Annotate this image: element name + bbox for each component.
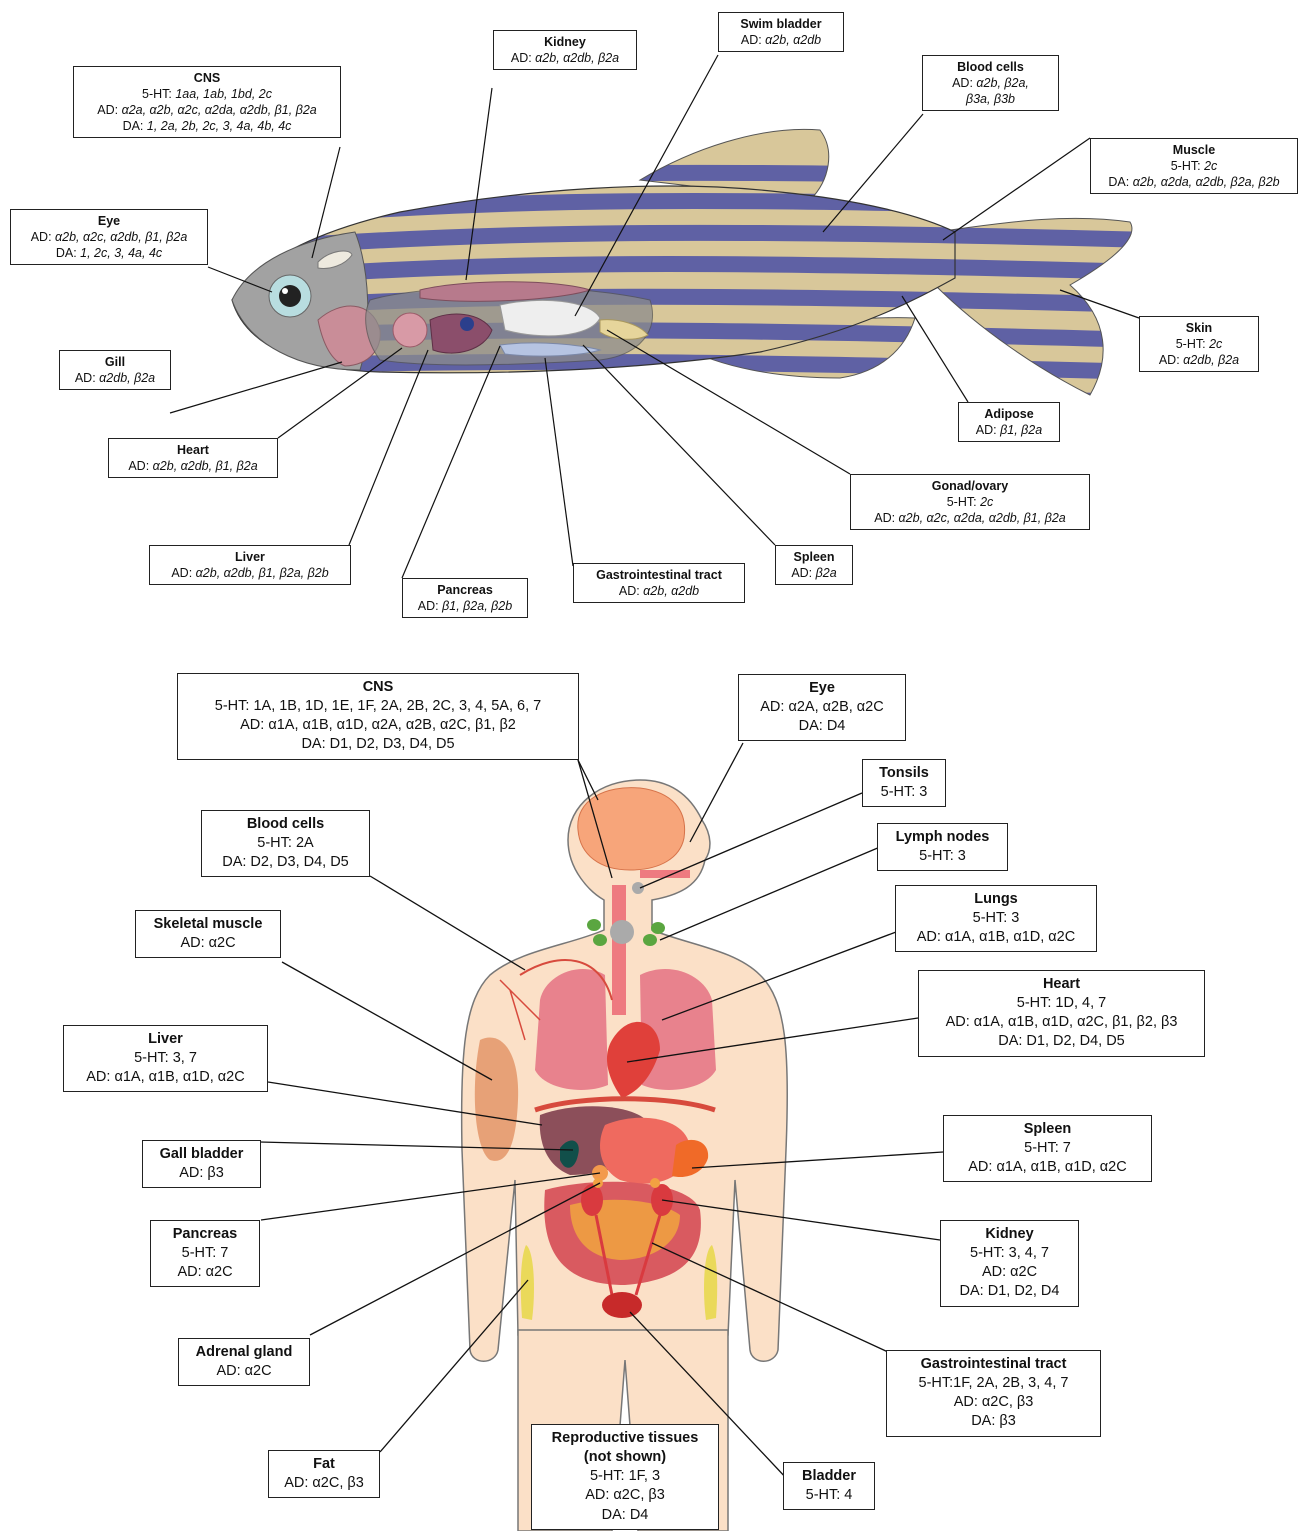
human-lungs-label: Lungs 5-HT: 3 AD: α1A, α1B, α1D, α2C	[895, 885, 1097, 952]
fish-gonad-label: Gonad/ovary 5-HT: 2c AD: α2b, α2c, α2da,…	[850, 474, 1090, 530]
human-bladder-label: Bladder 5-HT: 4	[783, 1462, 875, 1510]
fish-swim-bladder-label: Swim bladder AD: α2b, α2db	[718, 12, 844, 52]
human-blood-cells-label: Blood cells 5-HT: 2A DA: D2, D3, D4, D5	[201, 810, 370, 877]
fish-spleen-label: Spleen AD: β2a	[775, 545, 853, 585]
fish-blood-cells-label: Blood cells AD: α2b, β2a, β3a, β3b	[922, 55, 1059, 111]
human-heart-label: Heart 5-HT: 1D, 4, 7 AD: α1A, α1B, α1D, …	[918, 970, 1205, 1057]
human-skeletal-muscle-label: Skeletal muscle AD: α2C	[135, 910, 281, 958]
human-pancreas-label: Pancreas 5-HT: 7 AD: α2C	[150, 1220, 260, 1287]
fish-muscle-label: Muscle 5-HT: 2c DA: α2b, α2da, α2db, β2a…	[1090, 138, 1298, 194]
human-gi-label: Gastrointestinal tract 5-HT:1F, 2A, 2B, …	[886, 1350, 1101, 1437]
fish-cns-label: CNS 5-HT: 1aa, 1ab, 1bd, 2c AD: α2a, α2b…	[73, 66, 341, 138]
human-fat-label: Fat AD: α2C, β3	[268, 1450, 380, 1498]
human-reproductive-label: Reproductive tissues (not shown) 5-HT: 1…	[531, 1424, 719, 1530]
fish-pancreas-label: Pancreas AD: β1, β2a, β2b	[402, 578, 528, 618]
fish-liver-label: Liver AD: α2b, α2db, β1, β2a, β2b	[149, 545, 351, 585]
fish-eye-label: Eye AD: α2b, α2c, α2db, β1, β2a DA: 1, 2…	[10, 209, 208, 265]
human-lymph-nodes-label: Lymph nodes 5-HT: 3	[877, 823, 1008, 871]
fish-heart-label: Heart AD: α2b, α2db, β1, β2a	[108, 438, 278, 478]
human-tonsils-label: Tonsils 5-HT: 3	[862, 759, 946, 807]
human-cns-label: CNS 5-HT: 1A, 1B, 1D, 1E, 1F, 2A, 2B, 2C…	[177, 673, 579, 760]
fish-skin-label: Skin 5-HT: 2c AD: α2db, β2a	[1139, 316, 1259, 372]
human-liver-label: Liver 5-HT: 3, 7 AD: α1A, α1B, α1D, α2C	[63, 1025, 268, 1092]
fish-gill-label: Gill AD: α2db, β2a	[59, 350, 171, 390]
human-kidney-label: Kidney 5-HT: 3, 4, 7 AD: α2C DA: D1, D2,…	[940, 1220, 1079, 1307]
human-gall-bladder-label: Gall bladder AD: β3	[142, 1140, 261, 1188]
human-eye-label: Eye AD: α2A, α2B, α2C DA: D4	[738, 674, 906, 741]
human-adrenal-gland-label: Adrenal gland AD: α2C	[178, 1338, 310, 1386]
fish-adipose-label: Adipose AD: β1, β2a	[958, 402, 1060, 442]
fish-gi-label: Gastrointestinal tract AD: α2b, α2db	[573, 563, 745, 603]
fish-kidney-label: Kidney AD: α2b, α2db, β2a	[493, 30, 637, 70]
human-spleen-label: Spleen 5-HT: 7 AD: α1A, α1B, α1D, α2C	[943, 1115, 1152, 1182]
